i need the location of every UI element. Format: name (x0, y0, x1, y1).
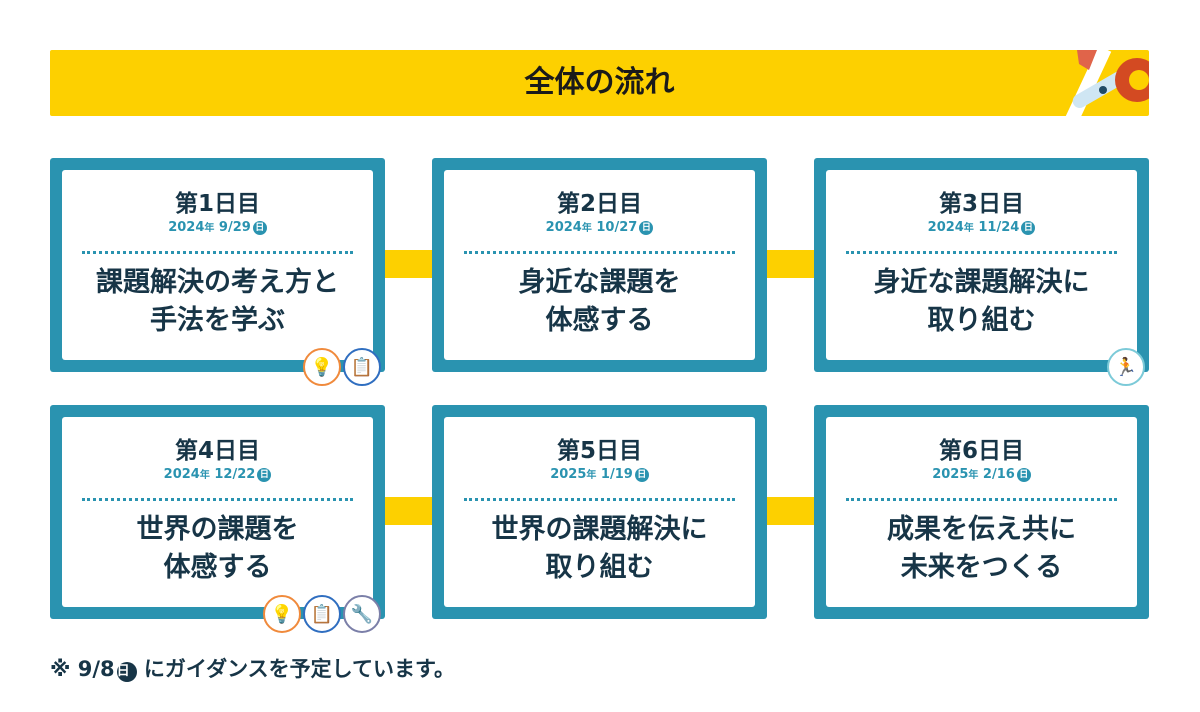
month-day: 12/22 (214, 467, 256, 482)
session-title: 身近な課題を体感する (444, 264, 755, 340)
year-unit: 年 (581, 223, 592, 234)
title-line: 身近な課題を (518, 267, 681, 298)
dotted-divider (464, 498, 735, 501)
title-line: 成果を伝え共に (887, 514, 1076, 545)
dotted-divider (846, 251, 1117, 254)
year-unit: 年 (968, 470, 979, 481)
dotted-divider (464, 251, 735, 254)
month-day: 11/24 (978, 220, 1020, 235)
title-line: 世界の課題解決に (491, 514, 708, 545)
weekday-badge: 日 (1016, 468, 1031, 482)
month-day: 1/19 (600, 467, 633, 482)
tools-icon: 🔧 (343, 595, 381, 633)
header-banner: 全体の流れ (50, 50, 1149, 116)
session-title: 成果を伝え共に未来をつくる (826, 511, 1137, 587)
running-icon: 🏃 (1107, 348, 1145, 386)
year-unit: 年 (204, 223, 215, 234)
footnote-date: ※ 9/8 (50, 657, 115, 681)
footnote-text: にガイダンスを予定しています。 (136, 657, 455, 681)
session-title: 課題解決の考え方と手法を学ぶ (62, 264, 373, 340)
clipboard-icon: 📋 (343, 348, 381, 386)
day-label: 第4日目 (174, 438, 260, 464)
dotted-divider (82, 498, 353, 501)
session-title: 身近な課題解決に取り組む (826, 264, 1137, 340)
weekday-badge: 日 (1021, 221, 1036, 235)
session-title: 世界の課題解決に取り組む (444, 511, 755, 587)
session-title: 世界の課題を体感する (62, 511, 373, 587)
title-line: 体感する (545, 305, 654, 336)
year: 2024 (168, 220, 205, 235)
year-unit: 年 (963, 223, 974, 234)
day-label: 第2日目 (556, 191, 642, 217)
year: 2024 (927, 220, 964, 235)
year: 2025 (932, 467, 969, 482)
title-line: 世界の課題を (136, 514, 299, 545)
month-day: 9/29 (218, 220, 251, 235)
day-label: 第1日目 (174, 191, 260, 217)
card-icons: 💡📋 (303, 348, 381, 386)
day-label: 第3日目 (938, 191, 1024, 217)
connector (385, 250, 432, 278)
clipboard-icon: 📋 (303, 595, 341, 633)
month-day: 2/16 (982, 467, 1015, 482)
card-icons: 💡📋🔧 (263, 595, 381, 633)
title-line: 取り組む (545, 552, 654, 583)
weekday-badge: 日 (634, 468, 649, 482)
day-label: 第5日目 (556, 438, 642, 464)
title-line: 手法を学ぶ (150, 305, 285, 336)
weekday-badge: 日 (639, 221, 654, 235)
weekday-badge: 日 (257, 468, 272, 482)
title-line: 課題解決の考え方と (96, 267, 339, 298)
dotted-divider (846, 498, 1117, 501)
day-label: 第6日目 (938, 438, 1024, 464)
page-title: 全体の流れ (524, 65, 675, 100)
connector (385, 497, 432, 525)
weekday-badge: 日 (116, 662, 137, 682)
connector (767, 497, 814, 525)
dotted-divider (82, 251, 353, 254)
card-icons: 🏃 (1107, 348, 1145, 386)
title-line: 取り組む (927, 305, 1036, 336)
idea-head-icon: 💡 (303, 348, 341, 386)
year-unit: 年 (586, 470, 597, 481)
year-unit: 年 (199, 470, 210, 481)
connector (767, 250, 814, 278)
title-line: 未来をつくる (900, 552, 1063, 583)
weekday-badge: 日 (252, 221, 267, 235)
title-line: 体感する (163, 552, 272, 583)
title-line: 身近な課題解決に (873, 267, 1090, 298)
scissors-icon (1064, 50, 1149, 116)
month-day: 10/27 (596, 220, 638, 235)
year: 2025 (550, 467, 587, 482)
year: 2024 (163, 467, 200, 482)
idea-head-icon: 💡 (263, 595, 301, 633)
year: 2024 (545, 220, 582, 235)
